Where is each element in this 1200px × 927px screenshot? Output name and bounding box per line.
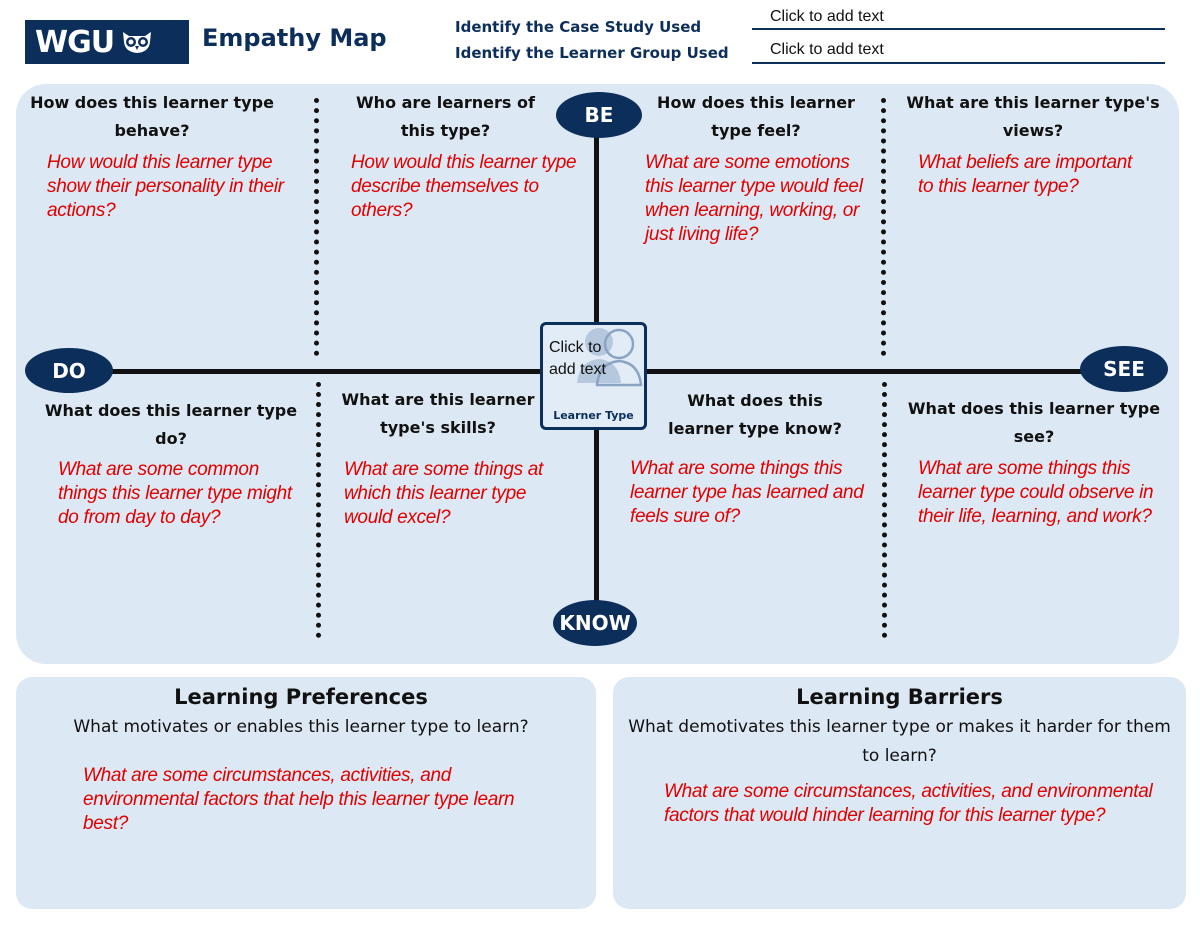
owl-icon [120, 30, 154, 54]
quadrant-skills-prompt[interactable]: What are some things at which this learn… [344, 459, 544, 528]
know-label: KNOW [553, 600, 637, 646]
logo-text: WGU [35, 24, 115, 60]
quadrant-views-question: What are this learner type's views? [906, 93, 1160, 140]
quadrant-skills-question: What are this learner type's skills? [341, 390, 535, 437]
learning-barriers-panel: Learning Barriers What demotivates this … [613, 677, 1186, 909]
barriers-subheading: What demotivates this learner type or ma… [628, 717, 1171, 766]
wgu-logo: WGU [25, 20, 189, 64]
learning-preferences-panel: Learning Preferences What motivates or e… [16, 677, 596, 909]
preferences-heading: Learning Preferences [174, 685, 428, 709]
learner-type-placeholder[interactable]: Click to add text [549, 339, 606, 378]
quadrant-behave-prompt[interactable]: How would this learner type show their p… [47, 152, 284, 221]
quadrant-know-prompt[interactable]: What are some things this learner type h… [630, 458, 864, 527]
learner-group-field[interactable] [752, 37, 1165, 64]
case-study-field[interactable] [752, 6, 1165, 30]
quadrant-do-question: What does this learner type do? [44, 401, 298, 448]
case-study-label: Identify the Case Study Used [455, 18, 702, 36]
quadrant-feel-question: How does this learner type feel? [657, 93, 855, 140]
quadrant-feel-prompt[interactable]: What are some emotions this learner type… [645, 152, 863, 245]
quadrant-know-question: What does this learner type know? [668, 391, 842, 438]
barriers-heading: Learning Barriers [796, 685, 1003, 709]
learner-type-box[interactable]: Click to add text Learner Type [540, 322, 647, 430]
divider-top-right [881, 98, 886, 356]
preferences-prompt[interactable]: What are some circumstances, activities,… [83, 765, 515, 834]
quadrant-see-prompt[interactable]: What are some things this learner type c… [918, 458, 1154, 527]
barriers-prompt[interactable]: What are some circumstances, activities,… [664, 781, 1153, 826]
user-silhouette-icon [563, 325, 647, 393]
divider-bottom-left [316, 382, 321, 638]
page-title: Empathy Map [202, 24, 387, 52]
be-label: BE [556, 92, 642, 138]
quadrant-do-prompt[interactable]: What are some common things this learner… [58, 459, 292, 528]
quadrant-see-question: What does this learner type see? [907, 399, 1161, 446]
quadrant-behave-question: How does this learner type behave? [30, 93, 274, 140]
preferences-subheading: What motivates or enables this learner t… [73, 717, 529, 737]
quadrant-views-prompt[interactable]: What beliefs are important to this learn… [918, 152, 1132, 197]
quadrant-who-question: Who are learners of this type? [356, 93, 535, 140]
learner-type-label: Learner Type [553, 409, 634, 422]
divider-top-left [314, 98, 319, 356]
see-label: SEE [1080, 346, 1168, 392]
quadrant-who-prompt[interactable]: How would this learner type describe the… [351, 152, 577, 221]
learner-group-label: Identify the Learner Group Used [455, 44, 729, 62]
divider-bottom-right [882, 382, 887, 638]
do-label: DO [25, 348, 113, 393]
